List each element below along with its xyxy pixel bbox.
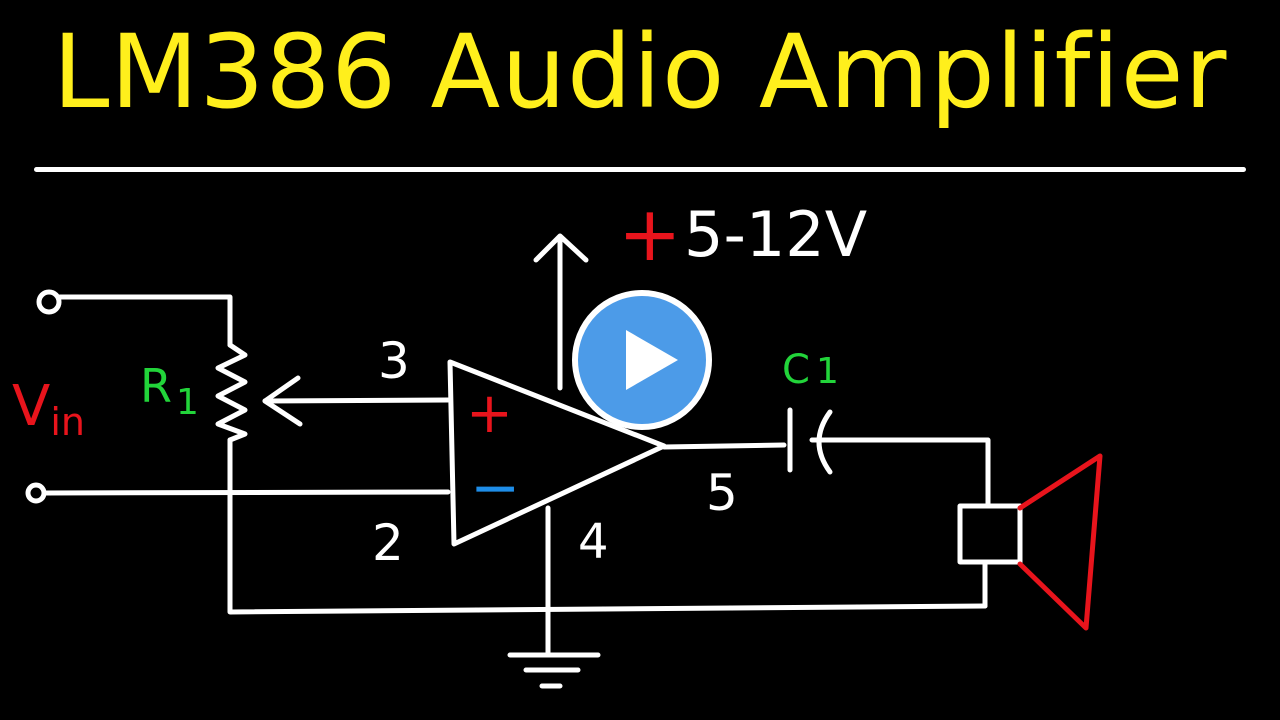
r1-letter: R xyxy=(140,359,172,413)
wire-output-to-c1 xyxy=(661,442,787,450)
inverting-input-sign: − xyxy=(470,453,520,523)
c1-letter: C xyxy=(782,347,810,393)
title-divider xyxy=(34,167,1246,172)
input-terminal-bottom xyxy=(25,482,47,504)
pin3-label: 3 xyxy=(378,332,410,390)
input-terminal-top xyxy=(36,289,62,315)
wiper-arrow xyxy=(262,375,303,427)
wire-r1-to-ground-bus xyxy=(227,437,988,615)
play-icon xyxy=(626,330,678,390)
thumbnail-title: LM386 Audio Amplifier xyxy=(52,13,1228,132)
supply-sign: + xyxy=(618,189,682,278)
speaker-icon xyxy=(957,453,1103,631)
potentiometer-icon xyxy=(215,342,248,443)
r1-index: 1 xyxy=(176,382,199,423)
pin4-label: 4 xyxy=(578,514,609,570)
wire-c1-to-speaker xyxy=(809,437,991,509)
supply-voltage-label: 5-12V xyxy=(684,198,867,271)
ground-icon xyxy=(507,652,601,689)
op-amp-triangle-icon xyxy=(447,359,667,547)
c1-index: 1 xyxy=(816,351,839,392)
play-button[interactable] xyxy=(572,290,712,430)
pin2-label: 2 xyxy=(372,514,404,572)
wire-input-to-pin2 xyxy=(42,489,451,496)
vin-v: V xyxy=(12,374,50,439)
wiper-to-pin3 xyxy=(262,397,451,404)
vin-subscript: in xyxy=(50,400,85,444)
wire-input-to-r1 xyxy=(57,294,233,348)
supply-arrow-icon xyxy=(533,233,589,391)
pin5-label: 5 xyxy=(706,464,738,522)
noninverting-input-sign: + xyxy=(466,381,513,446)
vin-label: Vin xyxy=(12,374,85,444)
